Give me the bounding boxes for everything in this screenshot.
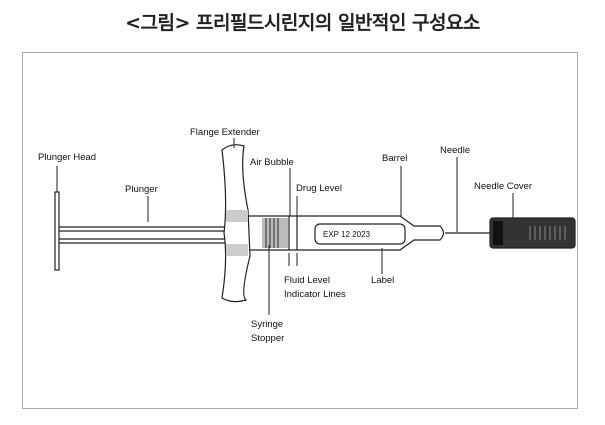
figure-title: <그림> 프리필드시린지의 일반적인 구성요소 bbox=[125, 12, 480, 34]
label-needle: Needle bbox=[440, 145, 470, 156]
label-syringe: Syringe bbox=[251, 319, 283, 330]
label-plunger-head: Plunger Head bbox=[38, 152, 96, 163]
label-stopper: Stopper bbox=[251, 333, 284, 344]
needle-cover-shape bbox=[489, 217, 576, 249]
leader-lines bbox=[56, 138, 514, 315]
label-drug-level: Drug Level bbox=[296, 183, 342, 194]
plunger-rod-shape bbox=[59, 226, 225, 244]
flange-extender-shape bbox=[221, 144, 251, 303]
label-label: Label bbox=[371, 275, 394, 286]
label-plunger: Plunger bbox=[125, 184, 158, 195]
label-air-bubble: Air Bubble bbox=[250, 157, 294, 168]
exp-label-box bbox=[314, 223, 406, 245]
syringe-stopper-shape bbox=[262, 216, 298, 250]
label-fluid-level: Fluid Level bbox=[284, 275, 330, 286]
label-flange-extender: Flange Extender bbox=[190, 127, 260, 138]
label-barrel: Barrel bbox=[382, 153, 407, 164]
label-needle-cover: Needle Cover bbox=[474, 181, 532, 192]
exp-date-text: EXP 12 2023 bbox=[323, 230, 371, 239]
label-indicator-lines: Indicator Lines bbox=[284, 289, 346, 300]
plunger-head-shape bbox=[54, 191, 60, 271]
diagram-frame bbox=[22, 52, 578, 409]
